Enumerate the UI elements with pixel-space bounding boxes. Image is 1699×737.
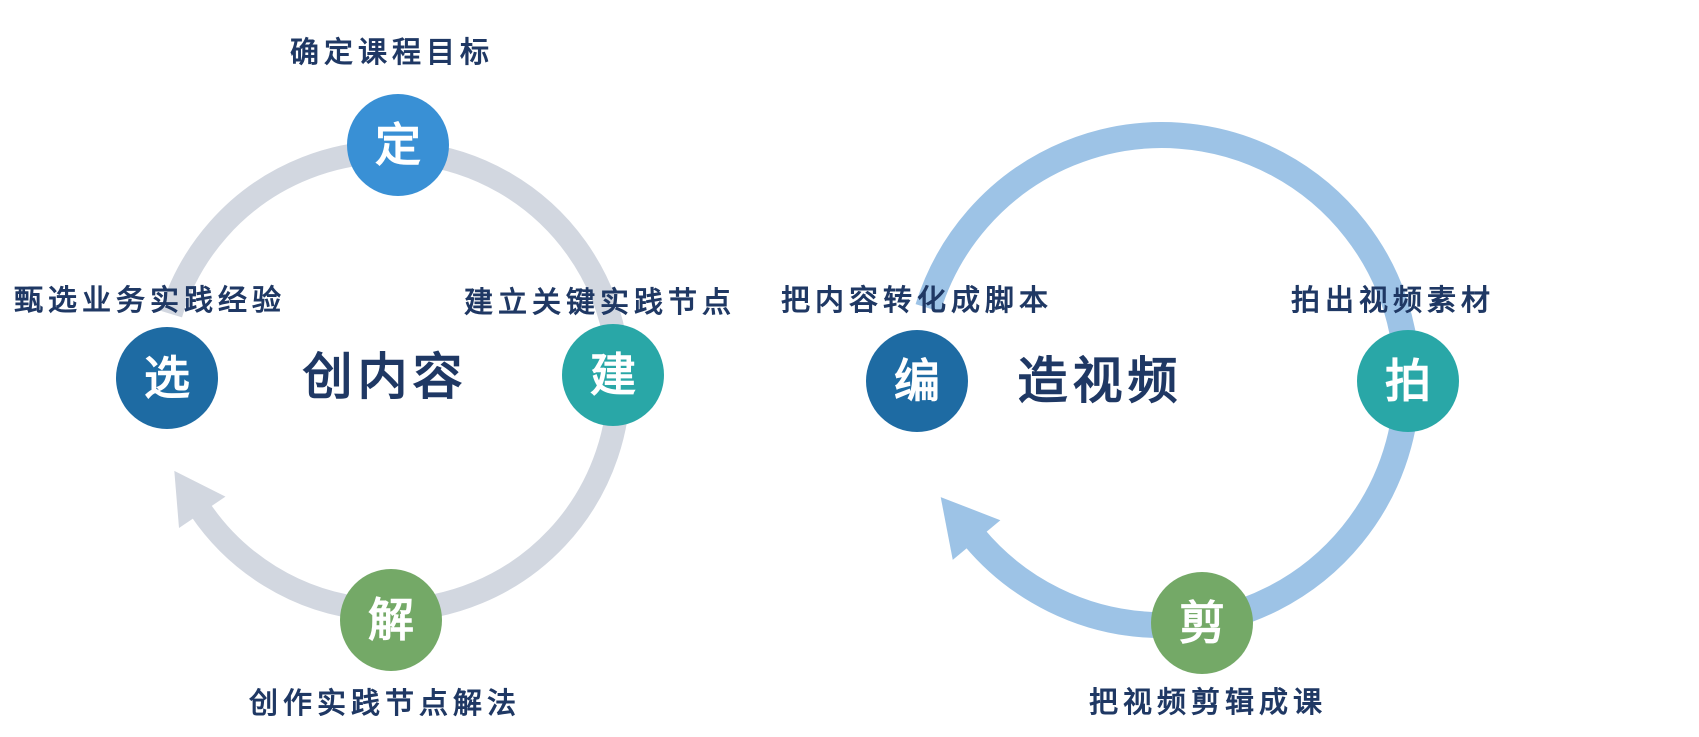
node-jie-label: 创作实践节点解法 — [248, 686, 521, 720]
node-jian-label: 建立关键实践节点 — [464, 285, 736, 319]
node-jian-char: 建 — [590, 349, 636, 401]
node-bian-circle — [866, 330, 968, 432]
node-jie-circle — [340, 569, 442, 671]
node-ding-circle — [347, 94, 449, 196]
node-jie-char: 解 — [368, 594, 414, 646]
right-cycle-title: 造视频 — [1018, 353, 1183, 409]
node-jian-circle — [562, 324, 664, 426]
left-cycle-title: 创内容 — [303, 349, 468, 405]
node-xuan-label: 甄选业务实践经验 — [14, 283, 286, 317]
content-creation-cycle: 创内容 定 确定课程目标 选 甄选业务实践经验 建 建立关键实践节点 解 创作实… — [14, 35, 736, 720]
video-production-cycle: 造视频 编 把内容转化成脚本 拍 拍出视频素材 剪 把视频剪辑成课 — [781, 122, 1495, 719]
node-bian-label: 把内容转化成脚本 — [781, 283, 1053, 317]
node-xuan-circle — [116, 327, 218, 429]
node-ding-label: 确定课程目标 — [290, 35, 494, 69]
node-pai-label: 拍出视频素材 — [1291, 284, 1495, 317]
node-jian2-label: 把视频剪辑成课 — [1089, 686, 1327, 719]
node-bian-char: 编 — [894, 355, 940, 407]
node-ding-char: 定 — [375, 119, 421, 171]
node-jian2-char: 剪 — [1179, 597, 1225, 649]
node-pai-char: 拍 — [1385, 355, 1431, 407]
node-jian2-circle — [1151, 572, 1253, 674]
node-xuan-char: 选 — [144, 352, 190, 404]
node-pai-circle — [1357, 330, 1459, 432]
